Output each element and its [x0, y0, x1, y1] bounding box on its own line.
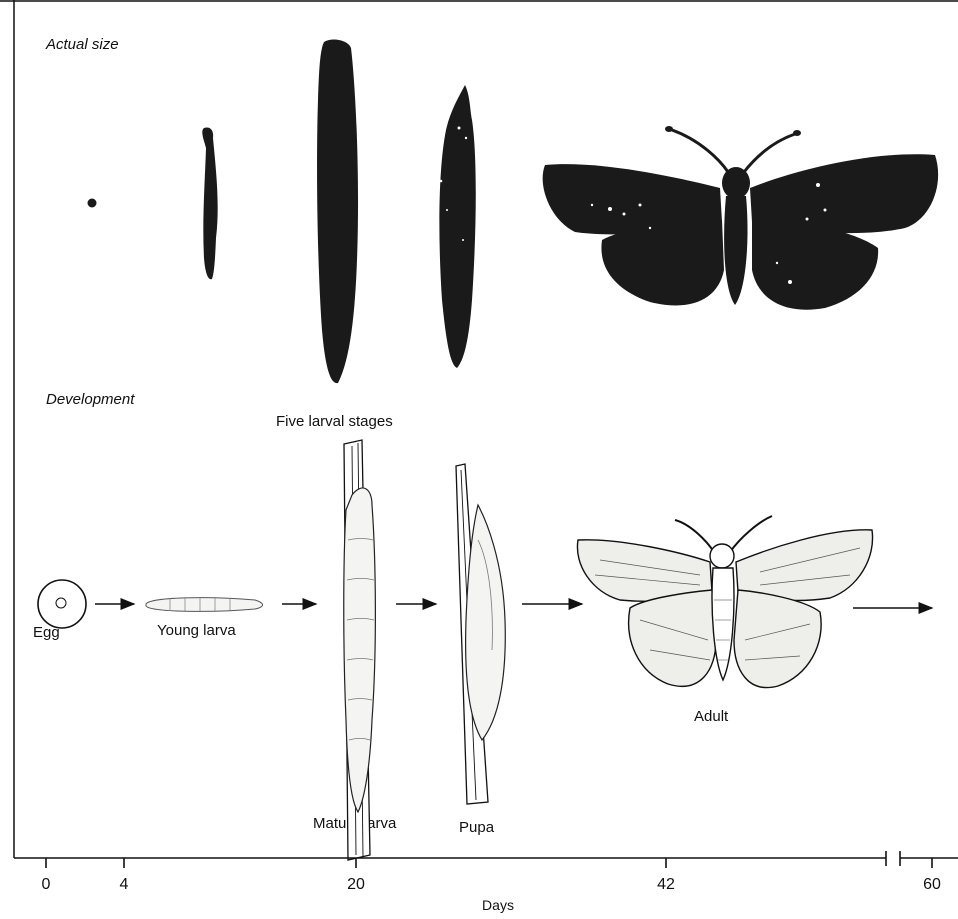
larva-stage-2-silhouette — [202, 127, 217, 279]
adult-moth-drawing — [577, 516, 872, 688]
adult-moth-silhouette — [543, 126, 938, 310]
pupa-drawing — [456, 464, 505, 804]
mature-larva-drawing — [344, 440, 376, 860]
young-larva-drawing — [146, 598, 263, 612]
larva-stage-4-silhouette — [317, 40, 358, 384]
days-axis — [14, 851, 958, 868]
larva-stage-5-silhouette — [439, 85, 475, 368]
egg-drawing — [38, 580, 86, 628]
egg-silhouette — [88, 199, 97, 208]
